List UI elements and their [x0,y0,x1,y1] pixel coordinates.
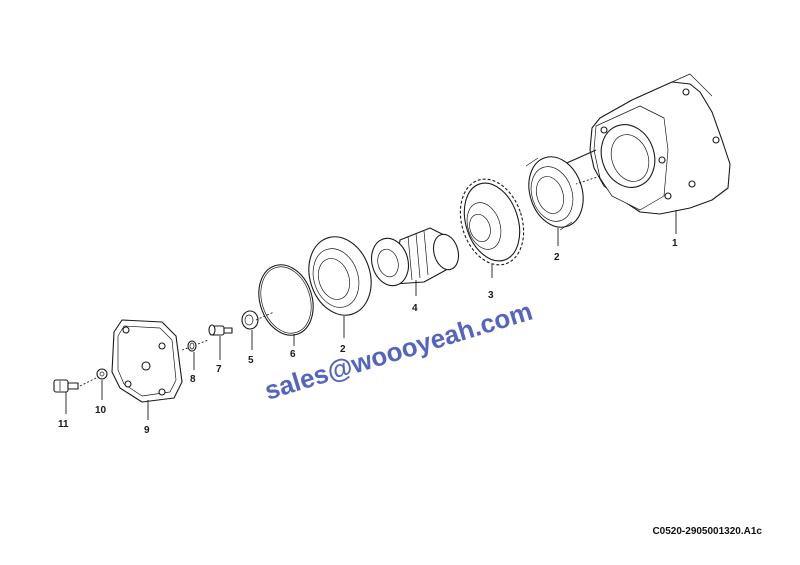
callout-11: 11 [58,419,69,430]
cover-plate-part [111,319,183,403]
callout-5: 5 [248,355,254,366]
callout-2-left: 2 [340,344,346,355]
bolt-washer-part [96,368,108,380]
gear-part [459,178,525,266]
breather-plug-part [208,324,233,336]
callout-9: 9 [144,425,150,436]
watermark-text: sales@woooyeah.com [261,296,536,406]
callout-3: 3 [488,290,494,301]
bearing-left-part [308,236,372,316]
o-ring-part [258,264,314,336]
bearing-right-part [525,156,584,231]
callout-8: 8 [190,374,196,385]
housing-part [559,73,731,215]
hub-sleeve-part [370,227,460,287]
callout-10: 10 [95,405,107,416]
callout-2-right: 2 [554,252,560,263]
bolt-part [53,379,79,393]
callout-6: 6 [290,349,296,360]
callout-4: 4 [412,303,418,314]
callout-1: 1 [672,238,678,249]
small-ring-part [187,340,197,352]
callout-7: 7 [216,364,222,375]
leader-lines [65,175,677,420]
washer-part [241,310,259,330]
figure-code: C0520-2905001320.A1c [652,526,762,537]
